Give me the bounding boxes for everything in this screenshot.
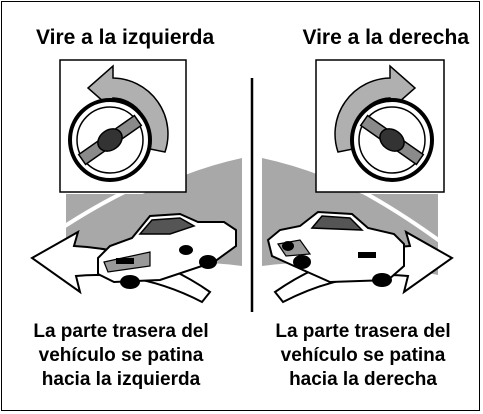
car-left-icon (97, 212, 237, 289)
caption-right-line-1: La parte trasera del (275, 321, 451, 342)
car-right-icon (266, 210, 405, 287)
caption-left-line-1: La parte trasera del (33, 321, 209, 342)
steering-wheel-right-icon (315, 59, 445, 193)
heading-turn-left: Vire a la izquierda (36, 26, 215, 49)
caption-left-line-3: hacia la izquierda (41, 369, 201, 390)
heading-turn-right: Vire a la derecha (302, 26, 469, 49)
caption-right-line-3: hacia la derecha (289, 369, 437, 390)
caption-right-line-2: vehículo se patina (280, 345, 446, 366)
caption-right: La parte trasera del vehículo se patina … (248, 320, 478, 392)
steering-wheel-left-icon (59, 59, 187, 193)
caption-left: La parte trasera del vehículo se patina … (6, 320, 236, 392)
caption-left-line-2: vehículo se patina (38, 345, 204, 366)
